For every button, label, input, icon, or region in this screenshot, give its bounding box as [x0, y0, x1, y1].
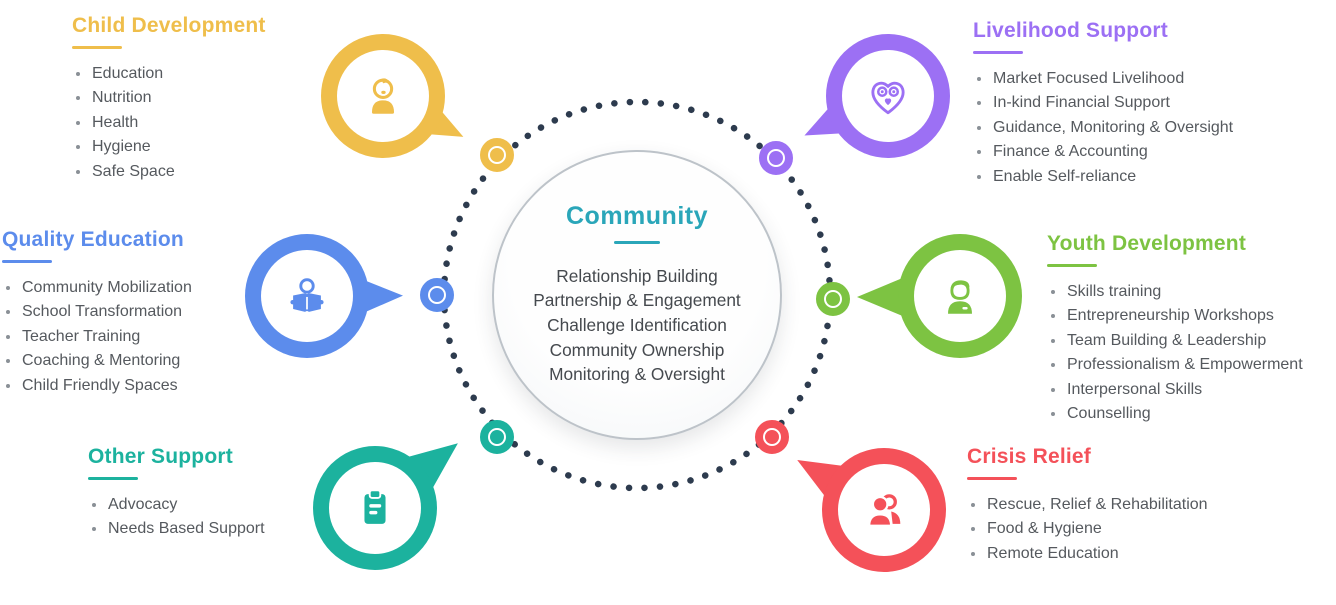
bubble-inner-circle: [261, 250, 353, 342]
list-item: Coaching & Mentoring: [2, 349, 192, 374]
heart-people-icon: [865, 73, 911, 119]
other-support-section: Other Support Advocacy Needs Based Suppo…: [88, 445, 265, 542]
youth-development-title: Youth Development: [1047, 232, 1247, 255]
connector-ring-dot: [490, 430, 504, 444]
youth-development-section: Youth Development Skills training Entrep…: [1047, 232, 1303, 427]
connector-ring-youth-development: [816, 282, 850, 316]
bubble-inner-circle: [842, 50, 934, 142]
community-activity: Community Ownership: [549, 339, 725, 360]
bubble-inner-circle: [329, 462, 421, 554]
list-item: Needs Based Support: [88, 517, 265, 542]
baby-icon: [360, 73, 406, 119]
list-item: Skills training: [1047, 280, 1303, 305]
connector-ring-crisis-relief: [755, 420, 789, 454]
list-item: Safe Space: [72, 160, 266, 185]
reading-person-icon: [284, 273, 330, 319]
community-activity: Partnership & Engagement: [533, 290, 741, 311]
connector-ring-dot: [769, 151, 783, 165]
community-title: Community: [566, 202, 708, 230]
bubble-inner-circle: [914, 250, 1006, 342]
list-item: Health: [72, 111, 266, 136]
bubble-inner-circle: [337, 50, 429, 142]
child-development-list: Education Nutrition Health Hygiene Safe …: [72, 62, 266, 185]
title-underline: [1047, 264, 1097, 267]
livelihood-support-bubble: [826, 34, 950, 158]
livelihood-support-section: Livelihood Support Market Focused Liveli…: [973, 19, 1233, 189]
crisis-relief-bubble: [822, 448, 946, 572]
connector-ring-dot: [430, 288, 444, 302]
other-support-title: Other Support: [88, 445, 233, 468]
list-item: Finance & Accounting: [973, 140, 1233, 165]
other-support-bubble: [313, 446, 437, 570]
list-item: Entrepreneurship Workshops: [1047, 304, 1303, 329]
youth-development-bubble: [898, 234, 1022, 358]
connector-ring-child-development: [480, 138, 514, 172]
quality-education-title: Quality Education: [2, 228, 184, 251]
quality-education-list: Community Mobilization School Transforma…: [2, 276, 192, 399]
child-development-bubble: [321, 34, 445, 158]
people-group-icon: [861, 487, 907, 533]
connector-ring-dot: [490, 148, 504, 162]
list-item: Counselling: [1047, 402, 1303, 427]
livelihood-support-title: Livelihood Support: [973, 19, 1168, 42]
youth-person-icon: [937, 273, 983, 319]
other-support-list: Advocacy Needs Based Support: [88, 493, 265, 542]
crisis-relief-title: Crisis Relief: [967, 445, 1091, 468]
list-item: Teacher Training: [2, 325, 192, 350]
list-item: Remote Education: [967, 542, 1208, 567]
list-item: Professionalism & Empowerment: [1047, 353, 1303, 378]
connector-ring-dot: [765, 430, 779, 444]
title-underline: [72, 46, 122, 49]
bubble-inner-circle: [838, 464, 930, 556]
list-item: Team Building & Leadership: [1047, 329, 1303, 354]
list-item: Education: [72, 62, 266, 87]
crisis-relief-list: Rescue, Relief & Rehabilitation Food & H…: [967, 493, 1208, 567]
title-underline: [967, 477, 1017, 480]
title-underline: [88, 477, 138, 480]
community-activity: Challenge Identification: [547, 314, 727, 335]
list-item: Market Focused Livelihood: [973, 67, 1233, 92]
list-item: In-kind Financial Support: [973, 91, 1233, 116]
title-underline: [2, 260, 52, 263]
list-item: Guidance, Monitoring & Oversight: [973, 116, 1233, 141]
community-circle: Community Relationship Building Partners…: [492, 150, 782, 440]
list-item: Rescue, Relief & Rehabilitation: [967, 493, 1208, 518]
list-item: Nutrition: [72, 86, 266, 111]
community-activity: Relationship Building: [556, 265, 718, 286]
list-item: School Transformation: [2, 300, 192, 325]
connector-ring-livelihood-support: [759, 141, 793, 175]
list-item: Enable Self-reliance: [973, 165, 1233, 190]
list-item: Hygiene: [72, 135, 266, 160]
title-underline: [973, 51, 1023, 54]
quality-education-section: Quality Education Community Mobilization…: [2, 228, 192, 398]
clipboard-icon: [352, 485, 398, 531]
list-item: Advocacy: [88, 493, 265, 518]
list-item: Food & Hygiene: [967, 517, 1208, 542]
youth-development-list: Skills training Entrepreneurship Worksho…: [1047, 280, 1303, 427]
community-activity: Monitoring & Oversight: [549, 364, 725, 385]
connector-ring-dot: [826, 292, 840, 306]
quality-education-bubble: [245, 234, 369, 358]
connector-ring-quality-education: [420, 278, 454, 312]
connector-ring-other-support: [480, 420, 514, 454]
community-title-underline: [614, 241, 660, 244]
crisis-relief-section: Crisis Relief Rescue, Relief & Rehabilit…: [967, 445, 1208, 566]
list-item: Community Mobilization: [2, 276, 192, 301]
child-development-title: Child Development: [72, 14, 266, 37]
list-item: Child Friendly Spaces: [2, 374, 192, 399]
child-development-section: Child Development Education Nutrition He…: [72, 14, 266, 184]
livelihood-support-list: Market Focused Livelihood In-kind Financ…: [973, 67, 1233, 190]
community-activities: Relationship Building Partnership & Enga…: [494, 264, 780, 388]
list-item: Interpersonal Skills: [1047, 378, 1303, 403]
